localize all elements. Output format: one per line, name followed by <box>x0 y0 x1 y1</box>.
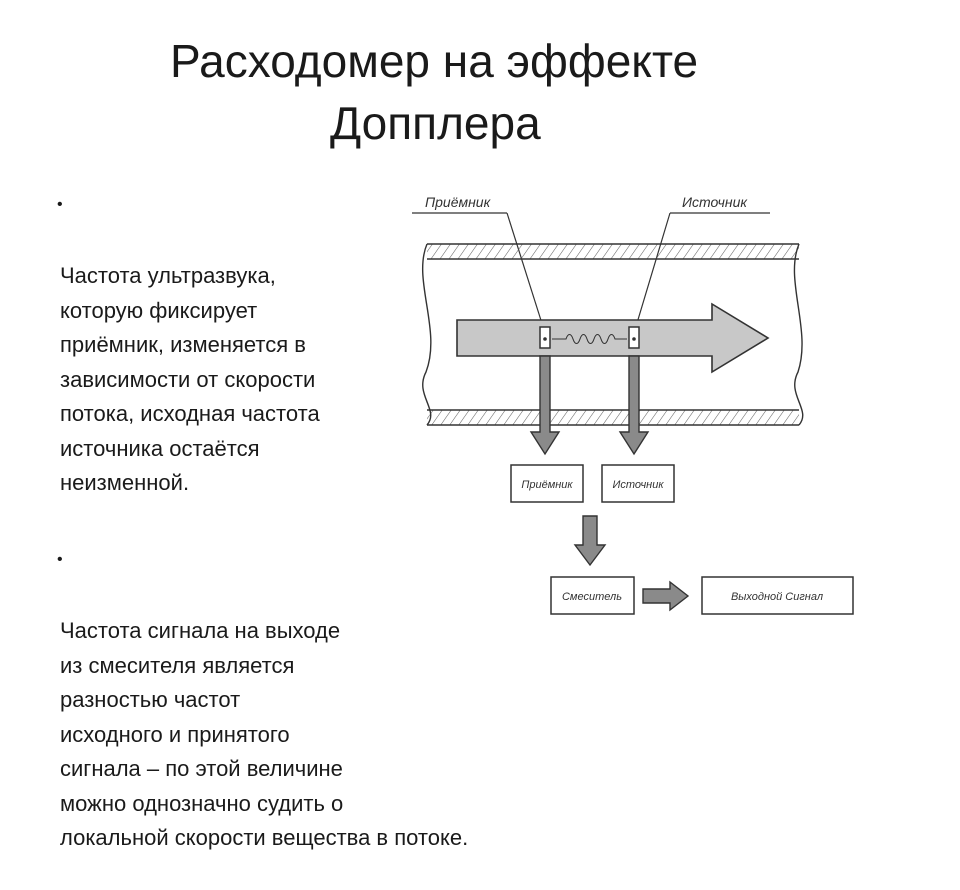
bullet-item: • Частота ультразвука, которую фиксирует… <box>57 190 580 535</box>
box-output: Выходной Сигнал <box>701 576 854 615</box>
source-sensor <box>628 326 640 349</box>
source-down-arrow <box>618 355 650 456</box>
bullet-item: • Частота сигнала на выходе из смесителя… <box>57 545 580 890</box>
box-output-label: Выходной Сигнал <box>731 591 823 603</box>
bullet-marker: • <box>57 196 63 213</box>
title-line-2: Допплера <box>330 97 541 149</box>
source-leader-line <box>633 212 671 334</box>
label-source: Источник <box>682 194 748 210</box>
bullet-text: Частота ультразвука, которую фиксирует п… <box>60 263 320 495</box>
bullet-list: • Частота ультразвука, которую фиксирует… <box>57 190 580 890</box>
bullet-marker: • <box>57 551 63 568</box>
box-source-label: Источник <box>612 479 664 491</box>
title-line-1: Расходомер на эффекте <box>170 35 699 87</box>
bullet-text: Частота сигнала на выходе из смесителя я… <box>60 618 469 850</box>
box-source: Источник <box>601 464 675 503</box>
output-right-arrow <box>642 580 690 612</box>
pipe-right-break <box>793 243 804 426</box>
